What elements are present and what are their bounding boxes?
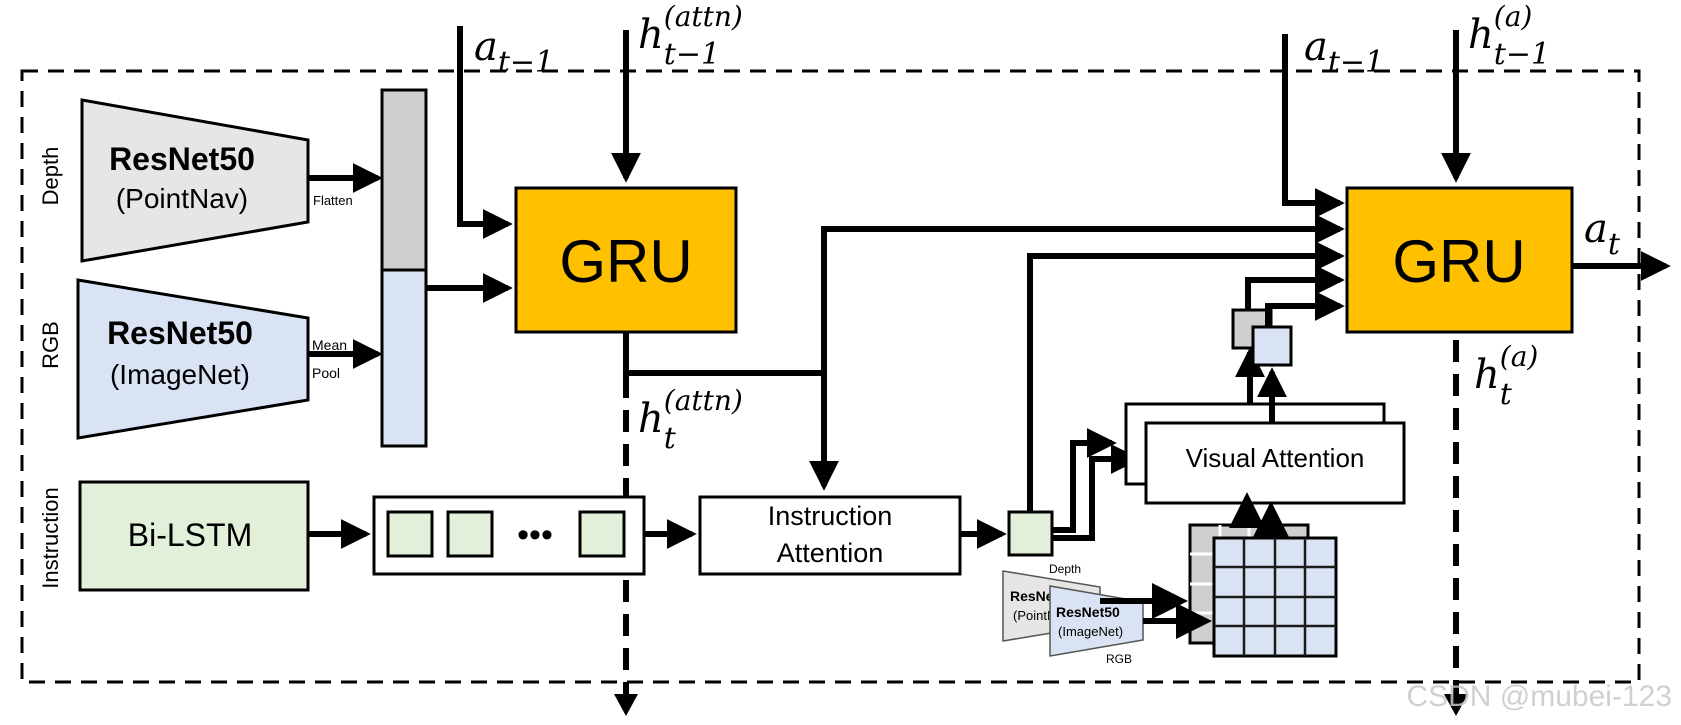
outer-dashed-frame [20, 69, 1641, 684]
gru-action-block: GRU [1345, 186, 1574, 334]
gru1-label: GRU [559, 228, 692, 295]
rgb-spatial-grid [1212, 536, 1338, 658]
rgb-feature-bar [380, 268, 428, 448]
h-attn-to-gru2-arrow [821, 214, 1345, 373]
watermark: CSDN @mubei-123 [1406, 680, 1672, 713]
mini-rgb-sub: (ImageNet) [1058, 624, 1123, 639]
h-attn-prev-label: h(attn)t−1 [638, 0, 743, 72]
instr-attn-line1: Instruction [768, 501, 893, 531]
a-prev-arrow-2 [1282, 34, 1345, 218]
resnet-depth-sub: (PointNav) [116, 183, 248, 214]
visual-context-rgb [1251, 325, 1293, 367]
depth-feature-bar [380, 88, 428, 272]
instruction-context-vector [1007, 510, 1054, 557]
instr-attn-line2: Attention [777, 538, 884, 568]
mini-rgb-title: ResNet50 [1056, 604, 1120, 620]
pool-label: Pool [312, 365, 340, 381]
bilstm-block: Bi-LSTM [78, 480, 310, 592]
h-attn-t-label: h(attn)t [638, 384, 743, 456]
h-a-prev-label: h(a)t−1 [1468, 0, 1550, 72]
visual-rgb-to-gru2-arrow [1265, 291, 1345, 327]
visual-attn-label: Visual Attention [1186, 443, 1365, 473]
rgb-side-label: RGB [38, 321, 63, 369]
instruction-tokens: ••• [372, 495, 646, 576]
context-to-visattn-arrow-2 [1052, 444, 1141, 541]
a-prev-arrow-1 [457, 26, 513, 239]
instruction-side-label: Instruction [38, 487, 63, 589]
resnet-rgb-sub: (ImageNet) [110, 359, 250, 390]
mini-resnet-imagenet: ResNet50 (ImageNet) [1049, 585, 1144, 657]
a-t-label: at [1584, 206, 1621, 262]
flatten-label: Flatten [313, 193, 353, 208]
resnet-rgb-title: ResNet50 [107, 315, 253, 351]
h-a-t-label: h(a)t [1474, 340, 1538, 412]
h-attn-t-line [623, 332, 824, 376]
context-to-visattn-arrow-1 [1052, 428, 1117, 533]
resnet50-imagenet-encoder: ResNet50 (ImageNet) [76, 278, 310, 440]
token-2 [446, 510, 494, 558]
depth-side-label: Depth [38, 147, 63, 206]
bilstm-label: Bi-LSTM [128, 517, 252, 553]
a-prev-label-2: at−1 [1304, 24, 1384, 80]
h-attn-t-arrowhead [614, 694, 638, 716]
gru-attn-block: GRU [514, 186, 738, 334]
visual-depth-to-gru2-arrow [1245, 265, 1345, 310]
resnet50-pointnav-encoder: ResNet50 (PointNav) [80, 98, 310, 263]
visual-attention-block: Visual Attention [1144, 421, 1406, 505]
token-n [578, 510, 626, 558]
a-prev-label-1: at−1 [474, 24, 554, 80]
gru2-label: GRU [1392, 228, 1525, 295]
instruction-attention-block: Instruction Attention [698, 495, 962, 576]
mini-depth-label: Depth [1049, 562, 1081, 576]
resnet-depth-title: ResNet50 [109, 141, 255, 177]
h-a-t-arrowhead [1444, 694, 1468, 716]
token-ellipsis: ••• [517, 516, 553, 554]
mean-label: Mean [312, 337, 347, 353]
context-to-gru2-arrow [1027, 241, 1345, 512]
token-1 [386, 510, 434, 558]
mini-rgb-label: RGB [1106, 652, 1132, 666]
